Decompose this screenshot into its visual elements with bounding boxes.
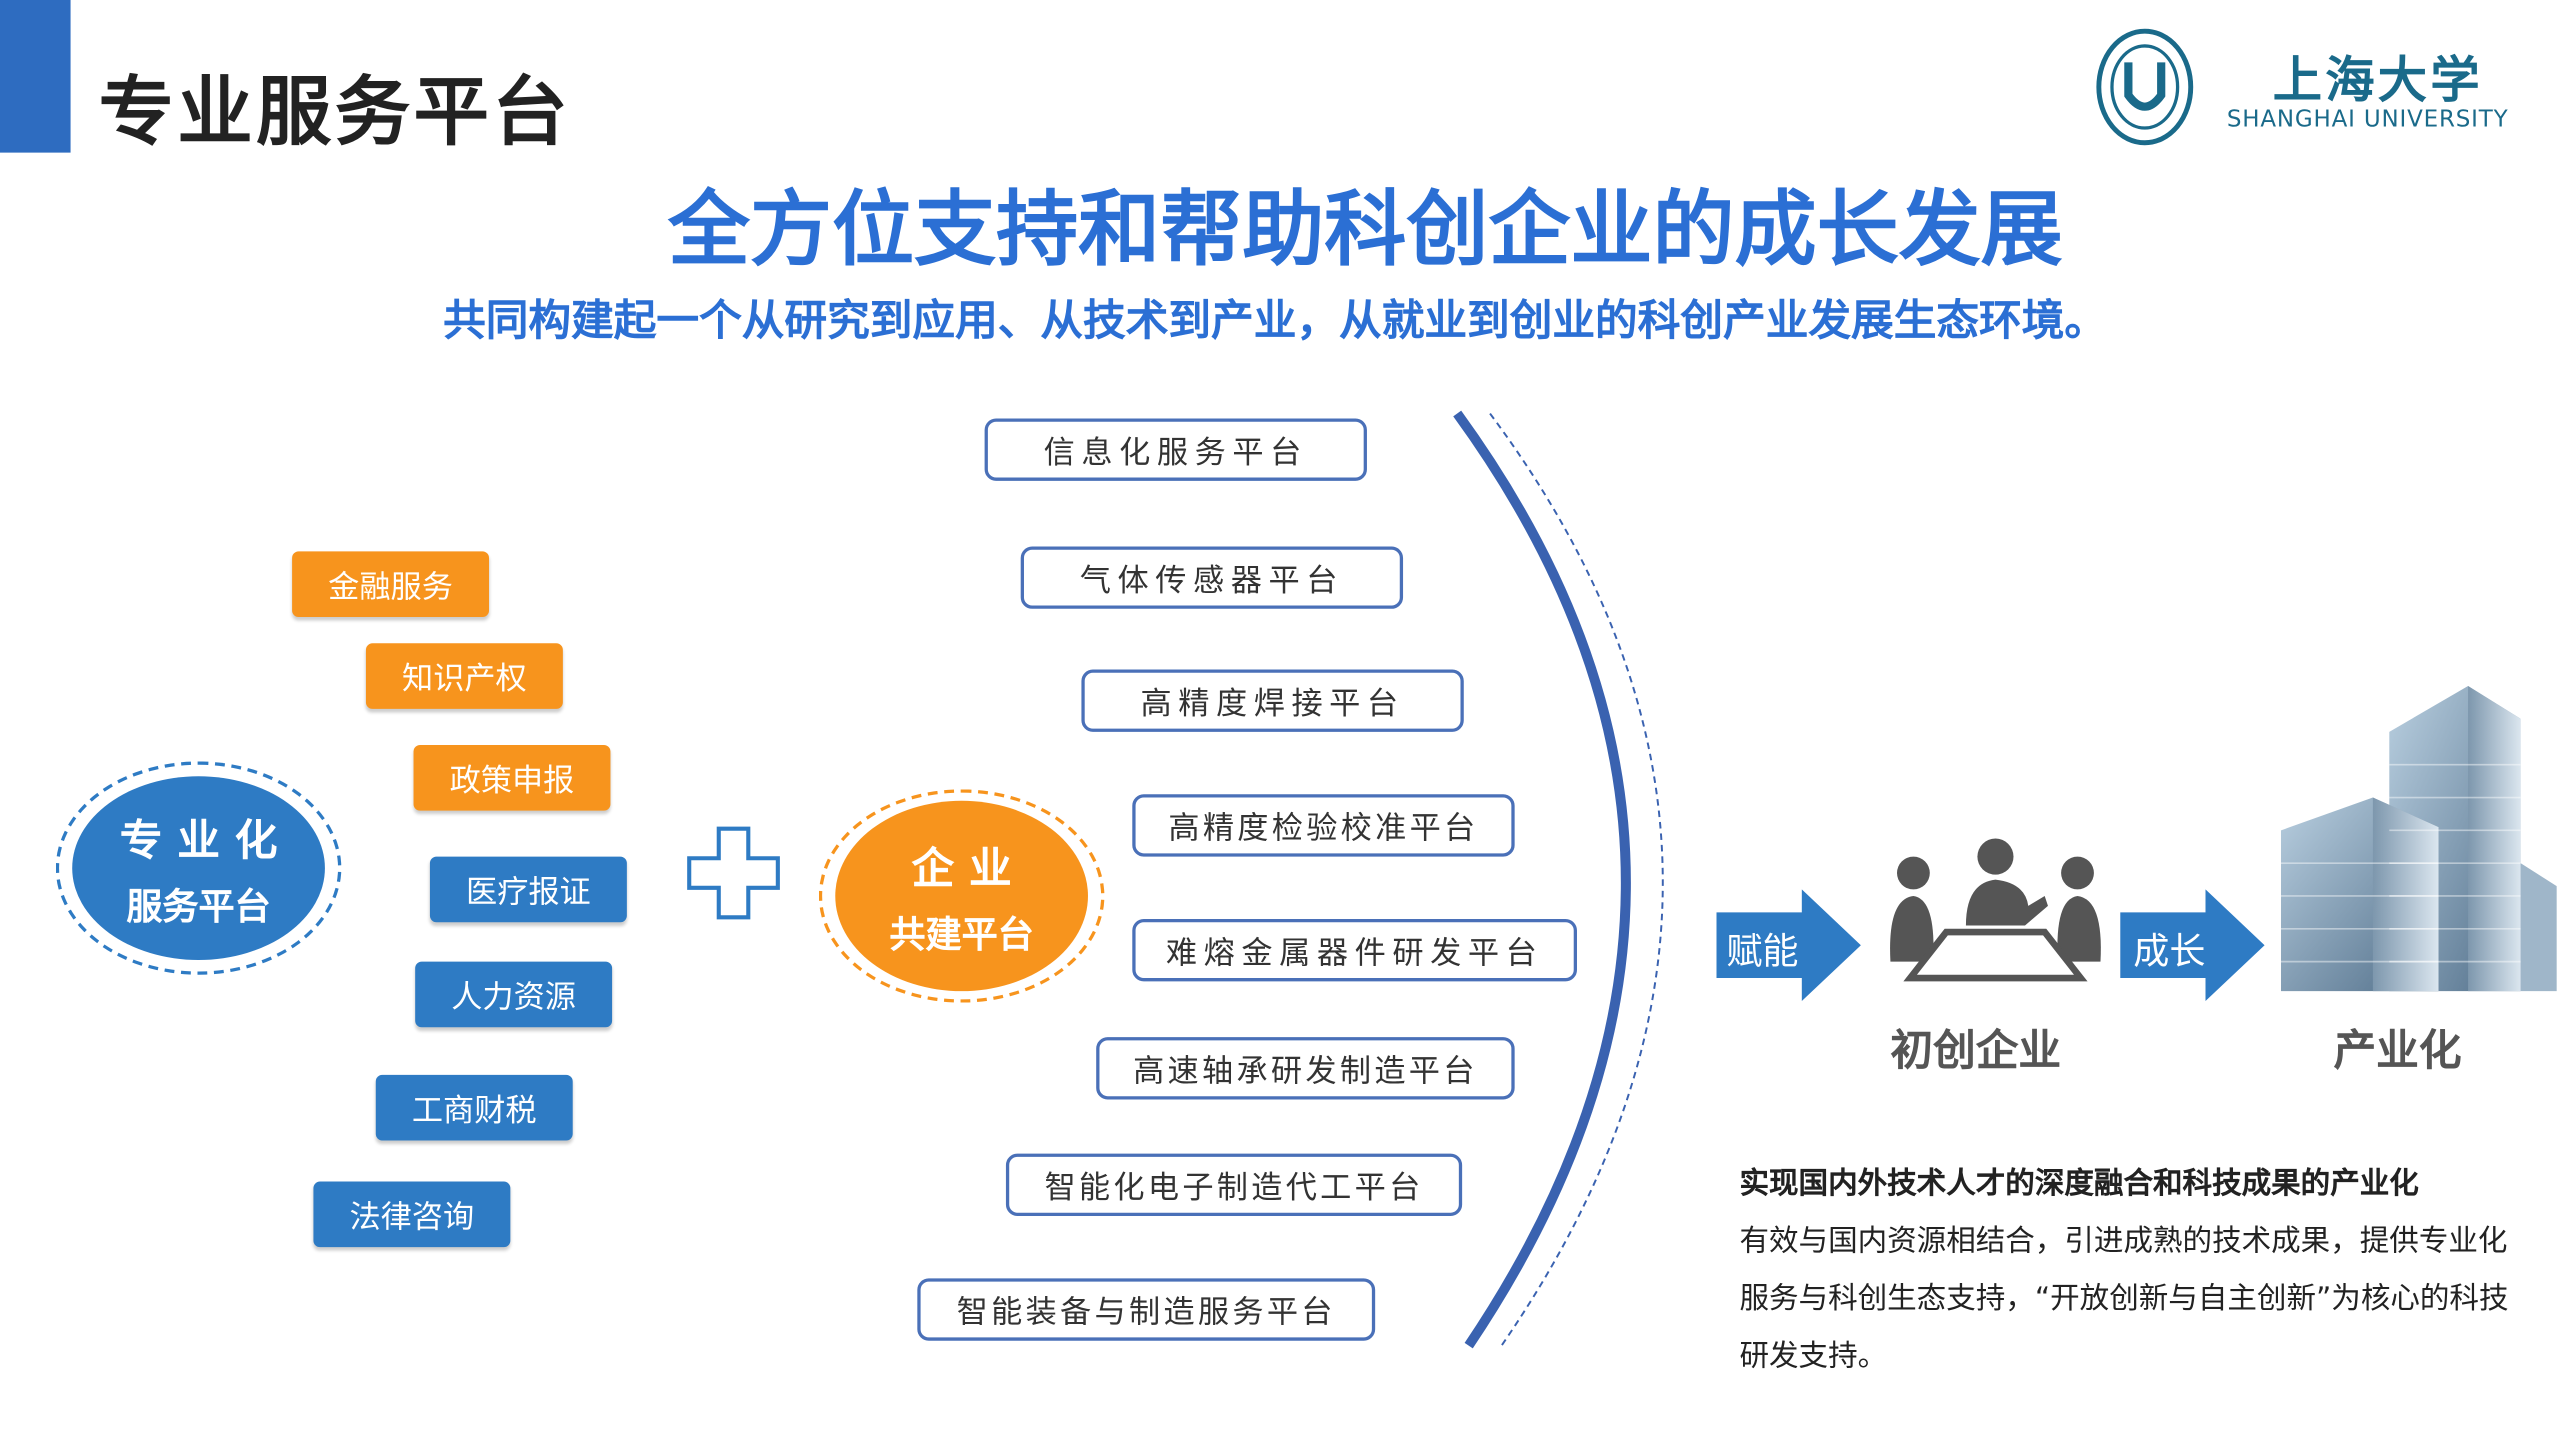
platform-item: 智能化电子制造代工平台 [1005, 1153, 1463, 1216]
service-tag: 医疗报证 [429, 856, 627, 923]
stage-startup: 初创企业 [1890, 1027, 2062, 1077]
arrow-growth [2120, 889, 2265, 1002]
platform-item: 难熔金属器件研发平台 [1132, 918, 1578, 982]
platform-item: 气体传感器平台 [1020, 546, 1404, 609]
platform-item: 智能装备与制造服务平台 [917, 1278, 1376, 1341]
arrow-growth-label: 成长 [2133, 932, 2206, 974]
service-tag: 知识产权 [365, 643, 563, 709]
hub-line2: 服务平台 [126, 886, 271, 928]
service-tag: 人力资源 [415, 961, 613, 1028]
service-tag: 法律咨询 [313, 1181, 511, 1248]
hub-line1: 企 业 [911, 844, 1012, 894]
subtitle: 共同构建起一个从研究到应用、从技术到产业，从就业到创业的科创产业发展生态环境。 [443, 297, 2108, 347]
plus-icon [687, 826, 780, 920]
description-heading: 实现国内外技术人才的深度融合和科技成果的产业化 [1739, 1166, 2419, 1202]
hub-line1: 专 业 化 [119, 816, 278, 866]
arrow-empower [1716, 889, 1861, 1002]
professional-hub: 专 业 化 服务平台 [55, 761, 342, 975]
page-title: 专业服务平台 [98, 67, 572, 156]
enterprise-hub: 企 业 共建平台 [818, 789, 1105, 1003]
bracket-arc [1453, 410, 1664, 1349]
service-tag: 金融服务 [292, 551, 490, 618]
description-body: 有效与国内资源相结合，引进成熟的技术成果，提供专业化服务与科创生态支持，“开放创… [1739, 1224, 2509, 1374]
service-tag: 工商财税 [375, 1074, 573, 1141]
logo-en-text: SHANGHAI UNIVERSITY [2226, 106, 2509, 133]
university-logo [2094, 26, 2199, 154]
platform-item: 信息化服务平台 [984, 418, 1367, 481]
team-meeting-icon [1890, 838, 2101, 982]
description: 实现国内外技术人才的深度融合和科技成果的产业化 有效与国内资源相结合，引进成熟的… [1739, 1155, 2527, 1385]
university-emblem-icon [2096, 28, 2194, 146]
headline: 全方位支持和帮助科创企业的成长发展 [667, 182, 2063, 278]
platform-item: 高精度焊接平台 [1081, 669, 1464, 732]
stage-industrialization: 产业化 [2333, 1027, 2462, 1077]
arrow-empower-label: 赋能 [1726, 932, 1799, 974]
platform-item: 高速轴承研发制造平台 [1096, 1037, 1515, 1100]
platform-item: 高精度检验校准平台 [1132, 794, 1515, 857]
office-building-icon [2280, 685, 2557, 992]
hub-line2: 共建平台 [889, 914, 1034, 956]
logo-cn-text: 上海大学 [2272, 52, 2483, 110]
header-accent-bar [0, 0, 71, 153]
service-tag: 政策申报 [413, 745, 611, 811]
